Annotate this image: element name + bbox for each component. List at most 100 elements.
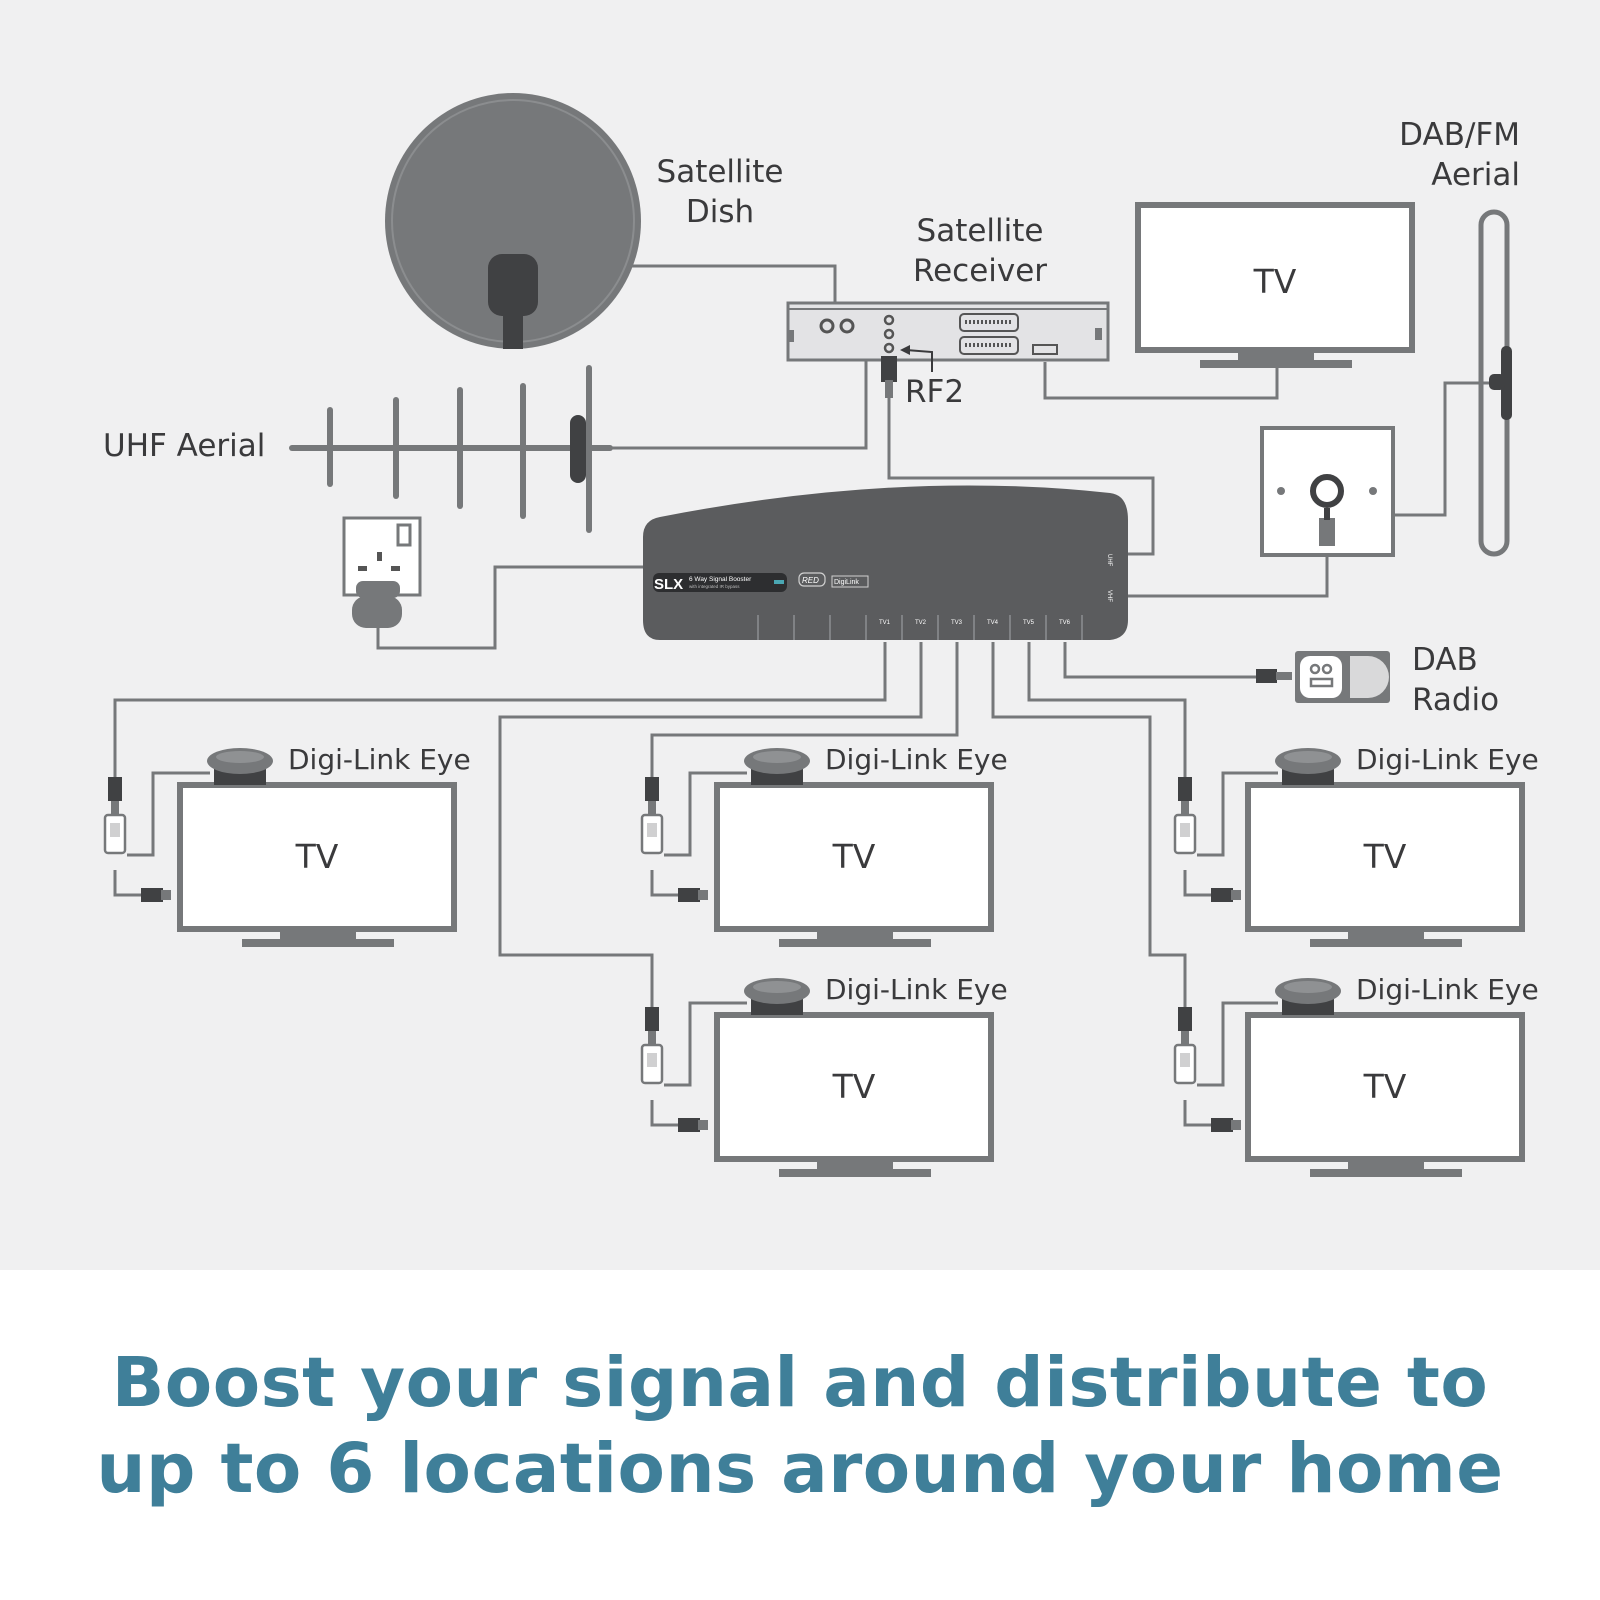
tv-connector <box>141 888 163 902</box>
dab-radio <box>1256 651 1390 703</box>
coax-plug <box>1178 1007 1192 1031</box>
eye-highlight <box>753 751 801 763</box>
tv-connector <box>1211 888 1233 902</box>
coax-plug-tail <box>648 1031 656 1045</box>
eye-base <box>751 769 803 785</box>
tv-stations <box>103 748 1525 1177</box>
eye-highlight <box>753 981 801 993</box>
satellite-dish <box>385 93 641 349</box>
dab-fm-aerial-label-line1: DAB/FM <box>1399 117 1520 153</box>
satellite-receiver-label-line2: Receiver <box>912 253 1048 289</box>
tv-label-tv2: TV <box>832 1067 876 1106</box>
eye-base <box>1282 769 1334 785</box>
booster-output-label-2: TV2 <box>915 620 927 626</box>
ir-cable <box>664 771 747 857</box>
rf2-label: RF2 <box>905 374 965 410</box>
receiver-tv <box>1135 202 1415 368</box>
digi-link-eye-label-tv4: Digi-Link Eye <box>1356 973 1539 1006</box>
coax-plug <box>645 1007 659 1031</box>
booster-output-label-5: TV5 <box>1023 620 1035 626</box>
satellite-receiver-label-line1: Satellite <box>916 213 1044 249</box>
tv-connector <box>678 888 700 902</box>
tv-connector <box>1211 1118 1233 1132</box>
signal-booster <box>643 485 1128 640</box>
dab-radio-label: DAB Radio <box>1412 640 1499 720</box>
tv-connector <box>678 1118 700 1132</box>
coax-plug-tail <box>1181 1031 1189 1045</box>
booster-output-label-3: TV3 <box>951 620 963 626</box>
tv-label-tv5: TV <box>1363 837 1407 876</box>
tv-connector-tip <box>1231 890 1241 900</box>
booster-input-vhf: VHF <box>1106 590 1112 602</box>
tv-station-tv1 <box>103 748 457 947</box>
tv-neck <box>1348 929 1424 939</box>
eye-base <box>214 769 266 785</box>
tv-label-tv4: TV <box>1363 1067 1407 1106</box>
tv-stand <box>779 939 931 947</box>
caption-line-1: Boost your signal and distribute to <box>111 1343 1489 1423</box>
ir-cable <box>1197 771 1278 857</box>
tv-feed-cable <box>113 870 145 897</box>
ir-cable <box>664 1001 747 1087</box>
tv-feed-cable <box>1183 870 1215 897</box>
coax-plug-tail <box>1181 801 1189 815</box>
tv-station-tv4 <box>1173 978 1525 1177</box>
ir-cable <box>127 771 210 857</box>
tv-stand <box>779 1169 931 1177</box>
coax-plug-tail <box>111 801 119 815</box>
tv-screen <box>1245 782 1525 932</box>
cables <box>113 264 1492 1010</box>
tv-station-tv2 <box>640 978 994 1177</box>
booster-subtitle: with integrated IR bypass <box>689 584 740 589</box>
tv-neck <box>1348 1159 1424 1169</box>
eye-highlight <box>216 751 264 763</box>
booster-brand: SLX <box>654 576 683 593</box>
tv-stand <box>242 939 394 947</box>
booster-output-label-4: TV4 <box>987 620 999 626</box>
uhf-aerial-label: UHF Aerial <box>103 428 266 464</box>
coax-plug-tail <box>648 801 656 815</box>
tv-connector-tip <box>698 890 708 900</box>
dab-fm-aerial-label-line2: Aerial <box>1431 157 1520 193</box>
tv-neck <box>817 929 893 939</box>
tv-label-tv3: TV <box>832 837 876 876</box>
tv-feed-cable <box>650 1100 682 1127</box>
digi-link-eye-label-tv2: Digi-Link Eye <box>825 973 1008 1006</box>
receiver-tv-label: TV <box>1253 262 1297 301</box>
eye-highlight <box>1284 981 1332 993</box>
dab-fm-aerial-label: DAB/FM Aerial <box>1350 115 1520 195</box>
satellite-receiver-label: Satellite Receiver <box>895 211 1065 291</box>
booster-output-label-1: TV1 <box>879 620 891 626</box>
dab-fm-aerial <box>1478 209 1512 557</box>
ir-injector-port <box>1180 1053 1190 1067</box>
booster-input-uhf: UHF <box>1106 554 1112 567</box>
ir-cable <box>1197 1001 1278 1087</box>
caption-line-2: up to 6 locations around your home <box>96 1429 1504 1509</box>
ir-injector-port <box>1180 823 1190 837</box>
aerial-wall-plate <box>1260 426 1395 557</box>
tv-feed-cable <box>650 870 682 897</box>
digi-link-eye-label-tv1: Digi-Link Eye <box>288 743 471 776</box>
ir-injector-port <box>110 823 120 837</box>
tv-neck <box>817 1159 893 1169</box>
booster-output-label-6: TV6 <box>1059 620 1071 626</box>
dab-radio-label-line2: Radio <box>1412 682 1500 718</box>
booster-badge-digilink: DigiLink <box>834 579 859 586</box>
booster-product: 6 Way Signal Booster <box>689 576 752 583</box>
satellite-dish-label-line2: Dish <box>685 194 755 230</box>
tv-station-tv3 <box>640 748 994 947</box>
tv-stand <box>1310 939 1462 947</box>
tv-label-tv1: TV <box>295 837 339 876</box>
tv-feed-cable <box>1183 1100 1215 1127</box>
uhf-aerial <box>289 365 613 533</box>
satellite-dish-label-line1: Satellite <box>656 154 784 190</box>
tv-screen <box>177 782 457 932</box>
tv-connector-tip <box>161 890 171 900</box>
coax-plug <box>645 777 659 801</box>
mains-socket <box>342 516 422 628</box>
booster-badge-red: RED <box>802 576 819 585</box>
digi-link-eye-label-tv5: Digi-Link Eye <box>1356 743 1539 776</box>
ir-injector-port <box>647 823 657 837</box>
tv-screen <box>1245 1012 1525 1162</box>
